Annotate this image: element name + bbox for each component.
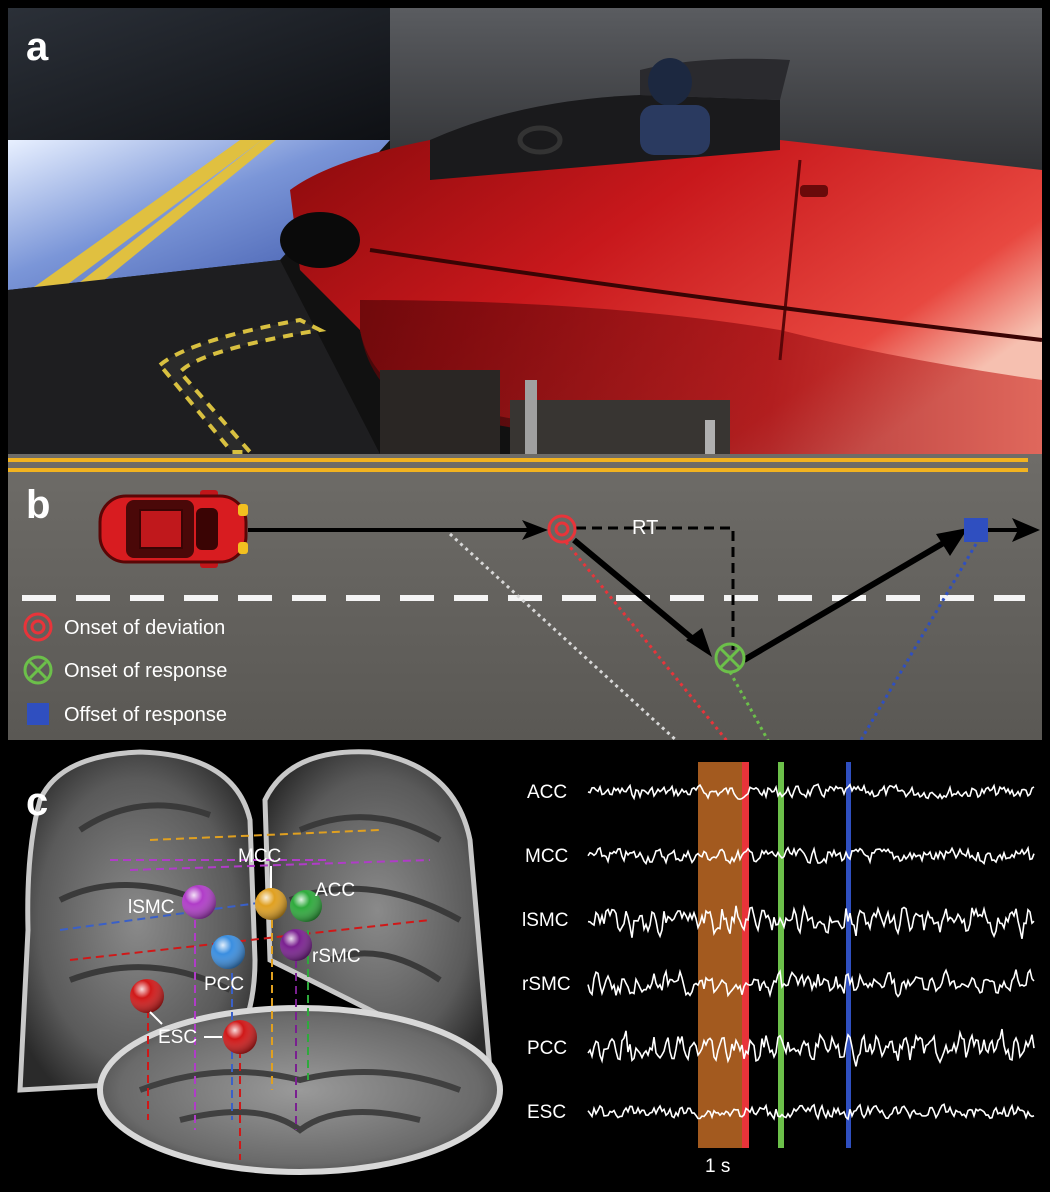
channel-label: ESC [527, 1102, 566, 1123]
panel-b-letter: b [26, 483, 50, 527]
channel-label: ACC [527, 782, 567, 803]
eeg-trace-lsmc [587, 904, 1035, 939]
eeg-trace-esc [587, 1103, 1035, 1121]
eeg-channel-labels: ACC MCC lSMC rSMC PCC ESC [522, 782, 571, 1123]
road-edge-line [8, 458, 1028, 462]
legend-item-deviation: Onset of deviation [23, 612, 225, 642]
region-label: lSMC [128, 897, 174, 918]
region-mcc: MCC [238, 846, 287, 920]
panel-c-letter: c [26, 780, 48, 824]
brain-mri [17, 749, 503, 1175]
rt-bracket [576, 526, 735, 650]
deviation-onset-marker [547, 514, 577, 544]
time-scale-label: 1 s [705, 1156, 730, 1177]
region-lsmc: lSMC [128, 885, 216, 919]
panel-a-driving-simulator: a [8, 8, 1043, 454]
region-label: PCC [204, 974, 244, 995]
circle-x-icon [23, 655, 53, 685]
double-circle-icon [23, 612, 53, 642]
channel-label: rSMC [522, 974, 571, 995]
panel-c-brain-eeg: MCC ACC lSMC rSMC PCC [8, 740, 1042, 1188]
square-icon [27, 703, 49, 725]
legend-label: Onset of deviation [64, 617, 225, 639]
eeg-trace-rsmc [587, 968, 1035, 999]
eeg-trace-pcc [587, 1028, 1035, 1067]
panel-a-letter: a [26, 25, 49, 69]
coronal-slice [262, 749, 493, 1075]
region-esc: ESC [130, 979, 257, 1054]
response-offset-line [846, 762, 851, 1148]
legend-item-response-onset: Onset of response [23, 655, 227, 685]
channel-label: MCC [525, 846, 568, 867]
legend-label: Onset of response [64, 660, 227, 682]
eeg-trace-acc [587, 783, 1035, 801]
region-rsmc: rSMC [280, 929, 361, 967]
car-top-view-icon [98, 490, 248, 568]
sagittal-slice [17, 749, 258, 1093]
region-label: ACC [315, 880, 355, 901]
response-offset-marker [964, 518, 988, 542]
eeg-traces-panel: ACC MCC lSMC rSMC PCC ESC 1 s [522, 762, 1035, 1177]
channel-label: PCC [527, 1038, 567, 1059]
region-acc: ACC [290, 880, 355, 922]
road-edge-line [8, 468, 1028, 472]
legend-item-response-offset: Offset of response [27, 703, 227, 726]
region-label: ESC [158, 1027, 197, 1048]
rt-label: RT [632, 517, 658, 539]
legend: Onset of deviation Onset of response Off… [23, 612, 227, 726]
deviation-onset-line [742, 762, 749, 1148]
legend-label: Offset of response [64, 704, 227, 726]
region-pcc: PCC [204, 935, 245, 995]
panel-b-road-schematic: RT Onset of deviation [8, 454, 1042, 740]
analysis-window [698, 762, 744, 1148]
axial-slice [97, 1005, 503, 1175]
region-label: rSMC [312, 946, 361, 967]
region-projection-lines [59, 829, 431, 1160]
response-onset-line [778, 762, 784, 1148]
region-label: MCC [238, 846, 281, 867]
eeg-trace-mcc [587, 845, 1035, 866]
channel-label: lSMC [522, 910, 568, 931]
region-markers: MCC ACC lSMC rSMC PCC [128, 846, 361, 1054]
